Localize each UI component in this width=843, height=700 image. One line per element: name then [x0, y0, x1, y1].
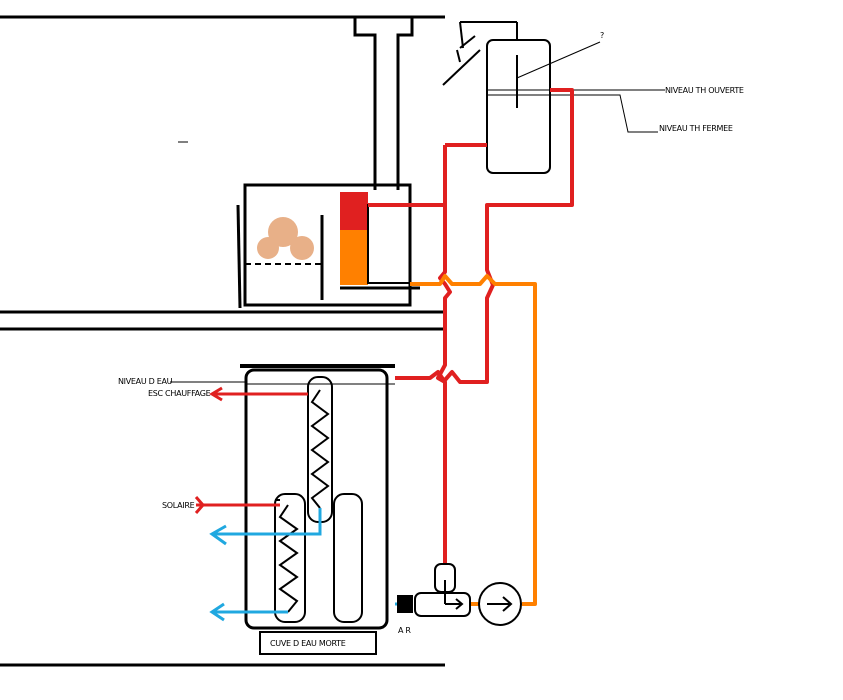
esc-heating-label: ESC CHAUFFAGE: [148, 389, 211, 398]
dead-water-tank-label: CUVE D EAU MORTE: [270, 639, 346, 648]
solar-label: SOLAIRE: [162, 501, 195, 510]
cylinder-body: [244, 368, 389, 630]
water-level-label: NIVEAU D EAU: [118, 377, 173, 386]
dead-water-tank: [259, 631, 377, 655]
question-mark-label: ?: [600, 31, 604, 40]
cold-pipes: [209, 508, 405, 622]
expansion-tank: [442, 21, 601, 174]
level-open-label: NIVEAU TH OUVERTE: [665, 86, 744, 95]
coils: [275, 389, 330, 613]
level-closed-label: NIVEAU TH FERMEE: [659, 124, 733, 133]
logs-icon: [257, 217, 314, 260]
building-structure: [0, 15, 445, 667]
outlet-arrows: [194, 386, 308, 514]
pump-assembly: [397, 563, 522, 626]
circulator-pump-icon: [478, 582, 522, 626]
hot-pipes: [368, 88, 574, 565]
storage-cylinder: [240, 364, 395, 655]
warm-pipes: [410, 274, 537, 606]
flue-pipe: [353, 18, 414, 190]
ar-label: A R: [398, 626, 411, 635]
check-valve-icon: [397, 595, 413, 613]
expansion-tank-body: [486, 39, 551, 174]
